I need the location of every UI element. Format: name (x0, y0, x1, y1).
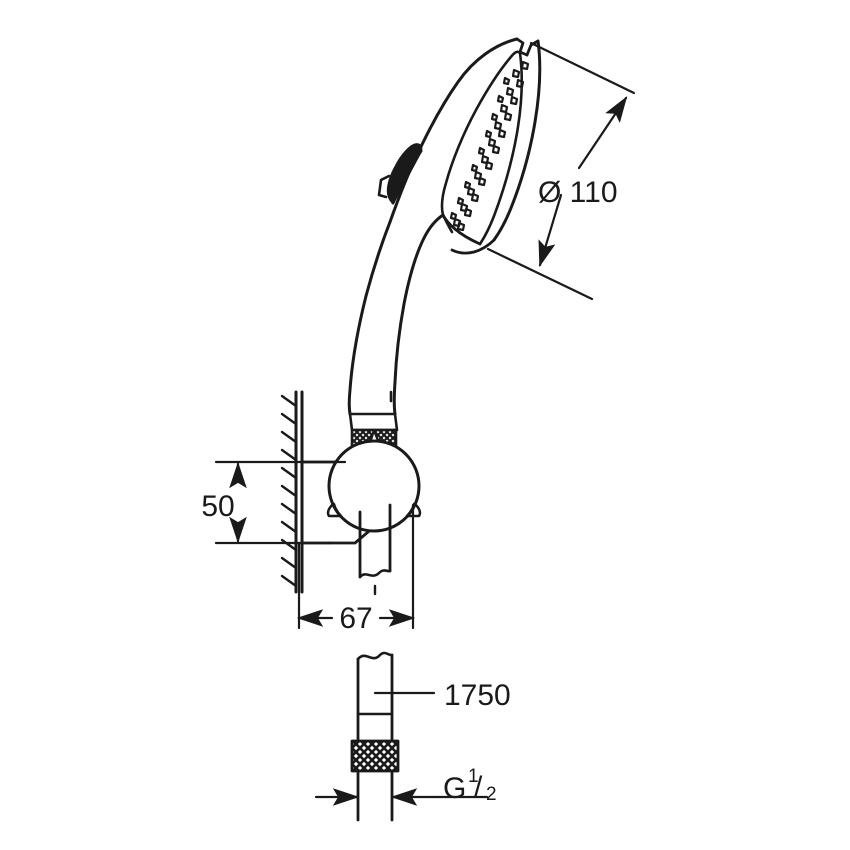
dimension-label-projection: 67 (339, 602, 372, 635)
wall (280, 390, 304, 594)
wall-holder (300, 439, 422, 630)
dimension-label-diameter: Ø 110 (538, 176, 618, 209)
handle (347, 143, 454, 448)
spray-nozzles (449, 60, 530, 232)
dimension-label-thread: G 1 / 2 (443, 766, 497, 805)
thread-slash: / (474, 771, 483, 804)
dimension-diameter-110 (486, 41, 636, 301)
thread-letter: G (443, 772, 466, 805)
thread-denominator: 2 (486, 784, 497, 805)
thread-numerator: 1 (468, 766, 479, 787)
dimension-label-height: 50 (201, 490, 234, 523)
dimension-projection-67 (296, 541, 416, 630)
dimension-height-50 (214, 460, 347, 545)
wall-hatching (280, 394, 298, 588)
hose (350, 651, 400, 822)
shower-head (388, 37, 542, 255)
dimension-label-hose-length: 1750 (444, 679, 511, 712)
